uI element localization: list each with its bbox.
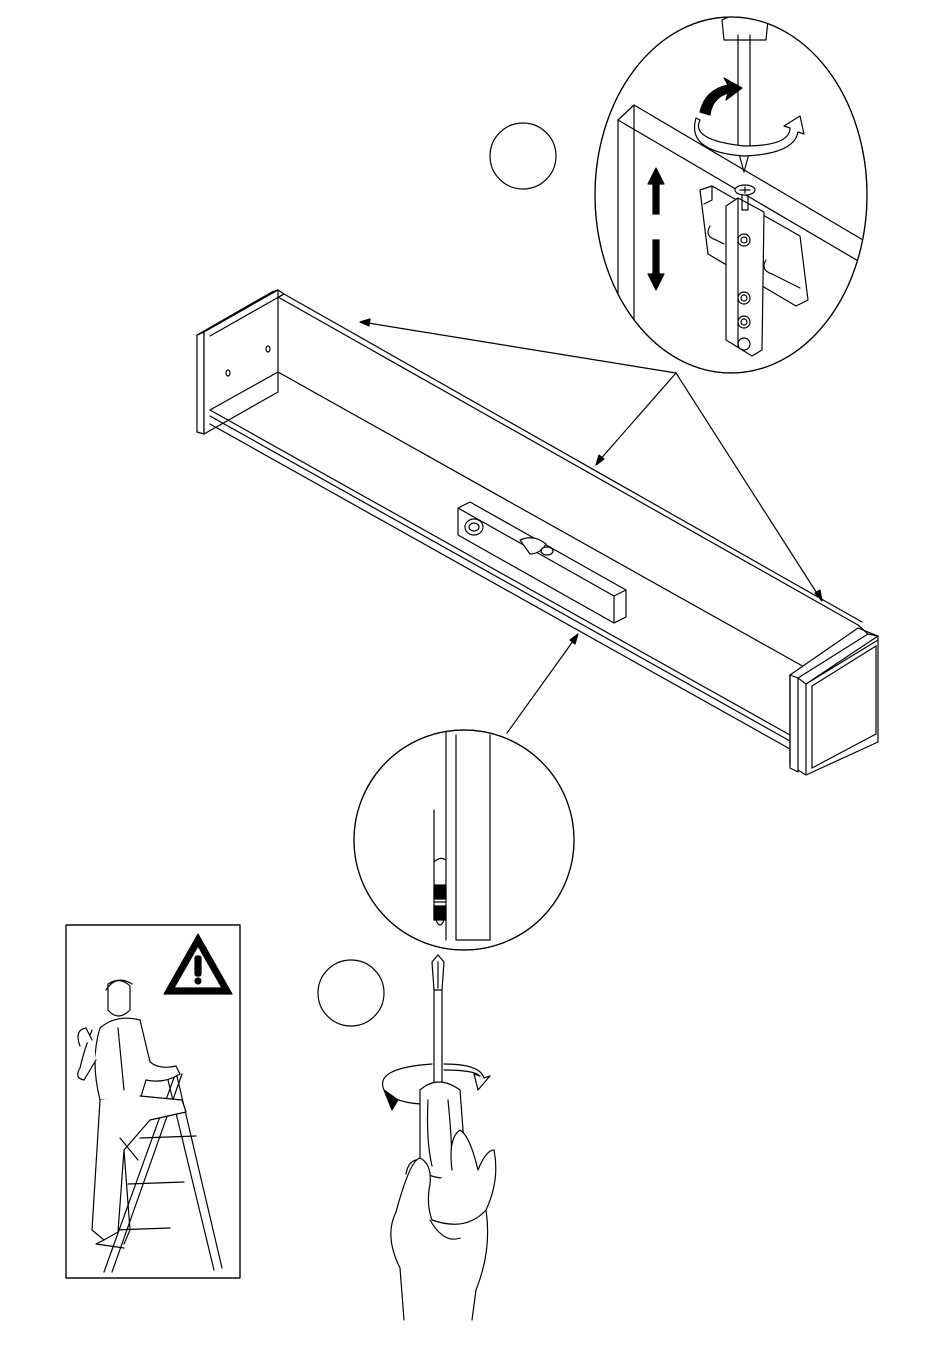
screw-height-detail xyxy=(354,730,574,950)
hand-icon xyxy=(383,955,496,1320)
shelf-right-end-panel xyxy=(790,625,878,775)
shelf-left-end-panel xyxy=(197,290,284,434)
ladder-safety-warning xyxy=(66,925,240,1278)
pointer-arrows xyxy=(360,319,822,733)
step-marker-a xyxy=(490,123,556,189)
shelf-bottom-board xyxy=(210,372,790,749)
bracket-adjustment-detail xyxy=(595,14,880,380)
step-marker-b xyxy=(318,960,384,1026)
